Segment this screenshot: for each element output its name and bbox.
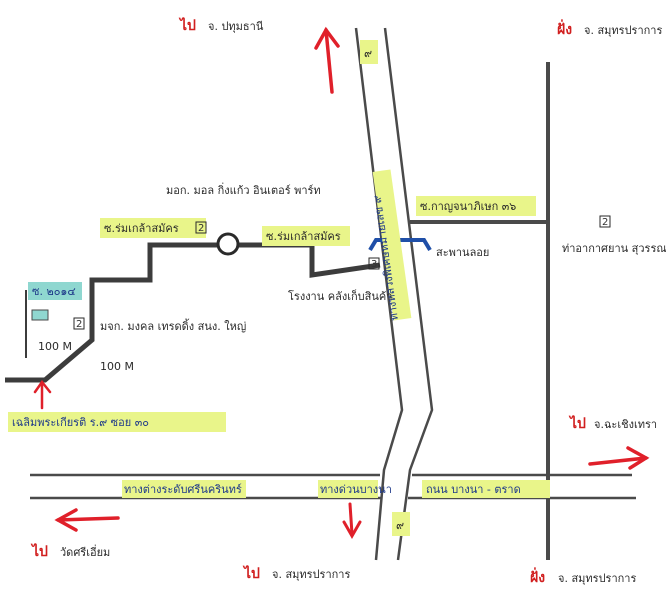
hl-badge-bottom [392, 512, 410, 536]
hl-expressway-label [318, 480, 378, 498]
bangna-expressway-label: ทางด่วนบางนา [320, 483, 392, 496]
marker-box-2 [368, 257, 380, 270]
arrow-up-icon [314, 26, 340, 94]
marker-1: 2 [198, 223, 204, 234]
hl-bangna-expressway [122, 480, 246, 498]
soi-kingkaew-2-label: ซ.ร่มเกล้าสมัคร [266, 230, 341, 243]
highway-badge-bottom: ๙ [396, 519, 404, 532]
dir-bottom-right-prefix: ฝั่ง [530, 567, 545, 586]
hl-bangna-road [422, 480, 550, 498]
dir-bottom-center-text: จ. สมุทรปราการ [272, 568, 350, 581]
airport-label: ท่าอากาศยาน สุวรรณภูมิ [562, 242, 666, 255]
highway-badge-top: ๙ [364, 47, 372, 60]
hl-highway [372, 169, 412, 321]
dir-bottom-right-text: จ. สมุทรปราการ [558, 572, 636, 585]
hl-soi-kingkaew-2 [262, 226, 350, 246]
dir-top-right-prefix: ฝั่ง [557, 19, 572, 38]
distance-2: 100 M [100, 360, 134, 373]
dir-bottom-left-text: วัดศรีเอี่ยม [60, 544, 110, 559]
roundabout [216, 232, 240, 256]
arrow-right-icon [588, 446, 650, 470]
distance-1: 100 M [38, 340, 72, 353]
arrow-start-up-icon [33, 379, 52, 410]
soi-kanchanaphisek-label: ซ.กาญจนาภิเษก ๓๖ [420, 200, 516, 213]
company-label: มจก. มงคล เทรดดิ้ง สนง. ใหญ่ [100, 318, 246, 333]
start-road-label: เฉลิมพระเกียรติ ร.๙ ซอย ๓๐ [12, 416, 149, 429]
arrow-left-icon [54, 508, 120, 532]
hl-soi-kingkaew-1 [100, 218, 206, 238]
marker-box-4 [73, 317, 85, 330]
hl-badge-top [360, 40, 378, 64]
dir-right-text: จ.ฉะเชิงเทรา [594, 418, 657, 431]
start-marker [31, 309, 49, 321]
arrow-down-icon [342, 502, 362, 540]
bangna-trat-label: ทางต่างระดับศรีนครินทร์ [124, 483, 242, 496]
factory-label: โรงงาน คลังเก็บสินค้า [288, 289, 392, 303]
hl-soi-2014 [28, 282, 82, 300]
dir-top-right-text: จ. สมุทรปราการ [584, 24, 662, 37]
dir-bottom-left-prefix: ไป [30, 542, 48, 560]
bangna-road-label: ถนน บางนา - ตราด [426, 483, 521, 496]
marker-box-1 [195, 221, 207, 234]
marker-4: 2 [76, 319, 82, 330]
soi-kingkaew-1-label: ซ.ร่มเกล้าสมัคร [104, 222, 179, 235]
marker-box-3 [599, 215, 611, 228]
bridge-label: สะพานลอย [436, 246, 489, 259]
marker-2: 3 [371, 259, 377, 270]
dir-top-left-prefix: ไป [178, 16, 196, 34]
dir-right-prefix: ไป [568, 414, 586, 432]
marker-3: 2 [602, 217, 608, 228]
mall-label: มอก. มอล กิ่งแก้ว อินเตอร์ พาร์ท [166, 182, 321, 197]
soi-2014-label: ซ. ๒๐๑๔ [32, 285, 76, 298]
winding-route [5, 242, 381, 383]
dir-top-left-text: จ. ปทุมธานี [208, 20, 264, 33]
hl-start-road [8, 412, 226, 432]
dir-bottom-center-prefix: ไป [242, 564, 260, 582]
hl-soi-kanchanaphisek [416, 196, 536, 216]
